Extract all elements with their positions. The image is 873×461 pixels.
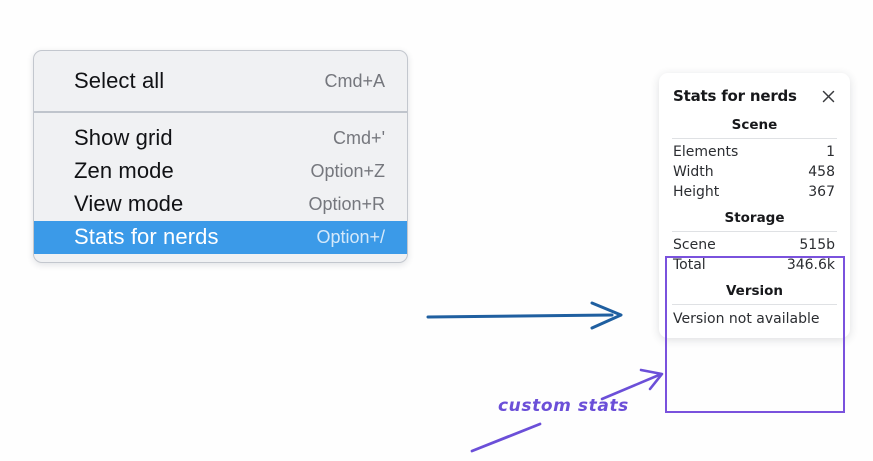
stat-row: Elements 1 xyxy=(659,142,850,162)
stats-for-nerds-panel: Stats for nerds Scene Elements 1 Width 4… xyxy=(659,73,850,338)
close-icon[interactable] xyxy=(820,88,837,105)
panel-header: Stats for nerds xyxy=(659,79,850,109)
section-divider xyxy=(672,304,837,305)
section-title-scene: Scene xyxy=(731,117,778,133)
menu-item-stats-for-nerds[interactable]: Stats for nerds Option+/ xyxy=(34,221,407,254)
custom-stats-annotation-label: custom stats xyxy=(498,396,629,416)
menu-item-shortcut: Cmd+A xyxy=(324,70,385,91)
menu-item-shortcut: Option+R xyxy=(308,193,385,214)
menu-item-label: Zen mode xyxy=(74,158,174,183)
section-version: Version Version not available xyxy=(659,275,850,328)
menu-item-show-grid[interactable]: Show grid Cmd+' xyxy=(34,122,407,155)
stat-value: 1 xyxy=(826,144,835,160)
menu-item-view-mode[interactable]: View mode Option+R xyxy=(34,188,407,221)
menu-item-shortcut: Cmd+' xyxy=(333,127,385,148)
menu-item-shortcut: Option+Z xyxy=(310,160,385,181)
menu-item-label: View mode xyxy=(74,191,184,216)
stat-key: Height xyxy=(673,184,720,200)
section-divider xyxy=(672,138,837,139)
stat-key: Elements xyxy=(673,144,739,160)
stat-key: Total xyxy=(673,257,706,273)
section-title-version: Version xyxy=(725,283,784,299)
menu-item-label: Show grid xyxy=(74,125,173,150)
stat-value: 346.6k xyxy=(786,257,835,273)
stat-row: Height 367 xyxy=(659,182,850,202)
stat-row: Total 346.6k xyxy=(659,255,850,275)
menu-item-label: Stats for nerds xyxy=(74,224,219,249)
stat-key: Width xyxy=(673,164,714,180)
stat-value: 515b xyxy=(799,237,835,253)
menu-item-shortcut: Option+/ xyxy=(316,226,385,247)
purple-underline-stroke xyxy=(470,422,542,453)
stat-row: Width 458 xyxy=(659,162,850,182)
blue-arrow-annotation xyxy=(426,301,623,330)
section-scene: Scene Elements 1 Width 458 Height 367 xyxy=(659,109,850,202)
stat-row: Scene 515b xyxy=(659,235,850,255)
context-menu[interactable]: Select all Cmd+A Show grid Cmd+' Zen mod… xyxy=(33,50,408,263)
section-storage: Storage Scene 515b Total 346.6k xyxy=(659,202,850,275)
menu-item-select-all[interactable]: Select all Cmd+A xyxy=(34,65,407,98)
menu-group-2: Show grid Cmd+' Zen mode Option+Z View m… xyxy=(34,111,407,262)
menu-item-label: Select all xyxy=(74,68,165,93)
version-status-text: Version not available xyxy=(673,311,820,327)
panel-title: Stats for nerds xyxy=(673,87,797,105)
menu-item-zen-mode[interactable]: Zen mode Option+Z xyxy=(34,155,407,188)
purple-arrow-annotation xyxy=(600,368,664,401)
stat-value: 367 xyxy=(808,184,835,200)
section-divider xyxy=(672,231,837,232)
stat-key: Scene xyxy=(673,237,716,253)
stat-value: 458 xyxy=(808,164,835,180)
menu-group-1: Select all Cmd+A xyxy=(34,51,407,111)
section-title-storage: Storage xyxy=(724,210,785,226)
